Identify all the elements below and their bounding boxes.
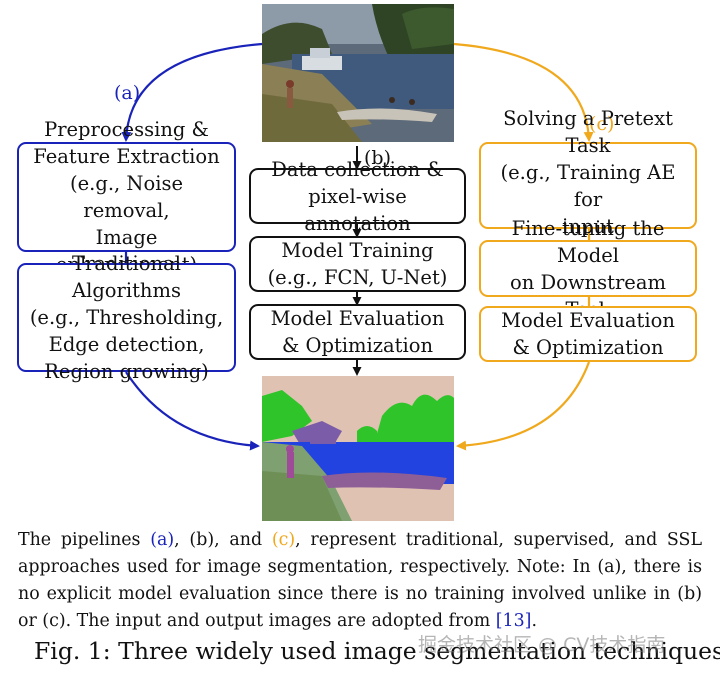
box-b2-line2: (e.g., FCN, U-Net) (267, 266, 448, 289)
box-a2-line4: Region growing) (44, 360, 209, 383)
box-c1-line2: (e.g., Training AE for (500, 160, 676, 211)
box-c2-line1: Fine-tuning the Model (511, 216, 665, 267)
caption-citation-link[interactable]: [13] (495, 611, 532, 631)
box-b-model-evaluation: Model Evaluation & Optimization (249, 304, 466, 360)
figure-caption: The pipelines (a), (b), and (c), represe… (18, 527, 702, 635)
arrow-c-out (456, 361, 591, 451)
box-b1-line1: Data collection & (271, 157, 444, 181)
box-a1-line1: Preprocessing & (44, 118, 209, 141)
box-a1-line2: Feature Extraction (33, 145, 220, 168)
box-c3-line2: & Optimization (512, 336, 664, 359)
box-b3-line2: & Optimization (281, 334, 434, 357)
box-b-model-training: Model Training (e.g., FCN, U-Net) (249, 236, 466, 292)
input-photo (262, 4, 454, 142)
box-c3-line1: Model Evaluation (501, 309, 675, 332)
box-a1-line3: (e.g., Noise removal, (69, 172, 183, 222)
box-a2-line3: Edge detection, (48, 333, 205, 356)
caption-part1: The pipelines (18, 530, 151, 550)
box-a2-line2: (e.g., Thresholding, (29, 306, 224, 329)
box-a2-line1: Traditional Algorithms (72, 252, 181, 302)
label-b: (b) (364, 147, 391, 169)
caption-ref-a: (a) (150, 530, 175, 550)
figure-title: Fig. 1: Three widely used image segmenta… (34, 637, 720, 665)
box-b-data-collection: Data collection & pixel-wise annotation (249, 158, 466, 235)
box-a-traditional-algorithms: Traditional Algorithms (e.g., Thresholdi… (17, 252, 236, 383)
box-c-model-evaluation: Model Evaluation & Optimization (479, 306, 697, 362)
box-c1-line1: Solving a Pretext Task (503, 106, 673, 157)
label-c: (c) (589, 113, 615, 135)
box-a-preprocessing: Preprocessing & Feature Extraction (e.g.… (17, 118, 236, 276)
label-a: (a) (114, 82, 141, 104)
caption-part3: , represent traditional, supervised, and… (18, 530, 703, 631)
caption-part2: , (b), and (174, 530, 272, 550)
output-segmentation (262, 376, 454, 521)
box-b3-line1: Model Evaluation (270, 307, 445, 330)
box-b2-line1: Model Training (281, 239, 434, 262)
caption-part4: . (531, 611, 537, 631)
watermark: 掘金技术社区 @ CV技术指南 (418, 634, 666, 656)
box-c-fine-tuning: Fine-tuning the Model on Downstream Task (479, 217, 697, 321)
box-b1-line2: pixel-wise annotation (304, 184, 411, 235)
caption-ref-c: (c) (271, 530, 296, 550)
